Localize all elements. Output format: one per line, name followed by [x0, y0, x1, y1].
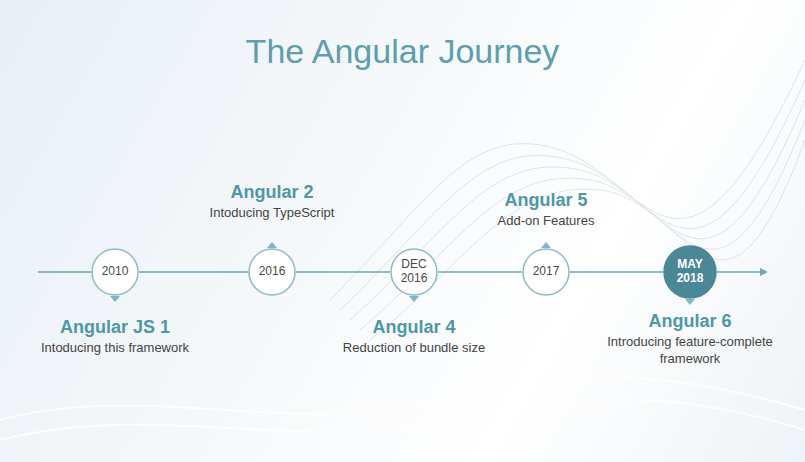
circle-content: DEC 2016 [390, 248, 438, 296]
version-description: Introducing feature-complete framework [590, 333, 790, 367]
circle-content: 2016 [248, 248, 296, 296]
timeline-start [38, 271, 91, 273]
version-description: Intoducing this framework [0, 339, 235, 356]
pointer [541, 242, 551, 248]
timeline-circle: 2017Angular 5Add-on Features [522, 248, 570, 296]
pointer [685, 299, 695, 305]
pointer [267, 242, 277, 248]
timeline-segment [438, 271, 522, 273]
milestone-text: Angular 2Intoducing TypeScript [152, 180, 392, 221]
circle-shape [664, 246, 716, 298]
timeline-segment [570, 271, 663, 273]
milestone-text: Angular 6Introducing feature-complete fr… [590, 309, 790, 367]
circle-content: MAY 2018 [663, 245, 717, 299]
timeline-segment [296, 271, 390, 273]
timeline-end [717, 271, 762, 273]
circle-shape [249, 249, 295, 295]
version-heading: Angular 5 [426, 188, 666, 212]
version-heading: Angular JS 1 [0, 315, 235, 339]
milestone-text: Angular 4Reduction of bundle size [294, 315, 534, 356]
milestone-text: Angular JS 1Intoducing this framework [0, 315, 235, 356]
year-label: 2017 [533, 265, 560, 279]
timeline-circle: MAY 2018Angular 6Introducing feature-com… [663, 245, 717, 299]
version-description: Intoducing TypeScript [152, 204, 392, 221]
circle-shape [523, 249, 569, 295]
timeline-circle: 2016Angular 2Intoducing TypeScript [248, 248, 296, 296]
circle-shape [92, 249, 138, 295]
version-description: Reduction of bundle size [294, 339, 534, 356]
year-label: 2016 [259, 265, 286, 279]
diagram-title: The Angular Journey [0, 32, 805, 71]
timeline-segment [139, 271, 248, 273]
version-heading: Angular 4 [294, 315, 534, 339]
circle-content: 2010 [91, 248, 139, 296]
circle-content: 2017 [522, 248, 570, 296]
version-heading: Angular 6 [590, 309, 790, 333]
year-label: DEC 2016 [396, 258, 432, 286]
milestone-text: Angular 5Add-on Features [426, 188, 666, 229]
timeline-circle: DEC 2016Angular 4Reduction of bundle siz… [390, 248, 438, 296]
pointer [110, 296, 120, 302]
version-heading: Angular 2 [152, 180, 392, 204]
version-description: Add-on Features [426, 212, 666, 229]
circle-shape [391, 249, 437, 295]
timeline-circle: 2010Angular JS 1Intoducing this framewor… [91, 248, 139, 296]
year-label: 2010 [102, 265, 129, 279]
year-label: MAY 2018 [672, 258, 708, 286]
timeline-arrowhead [760, 268, 768, 276]
pointer [409, 296, 419, 302]
